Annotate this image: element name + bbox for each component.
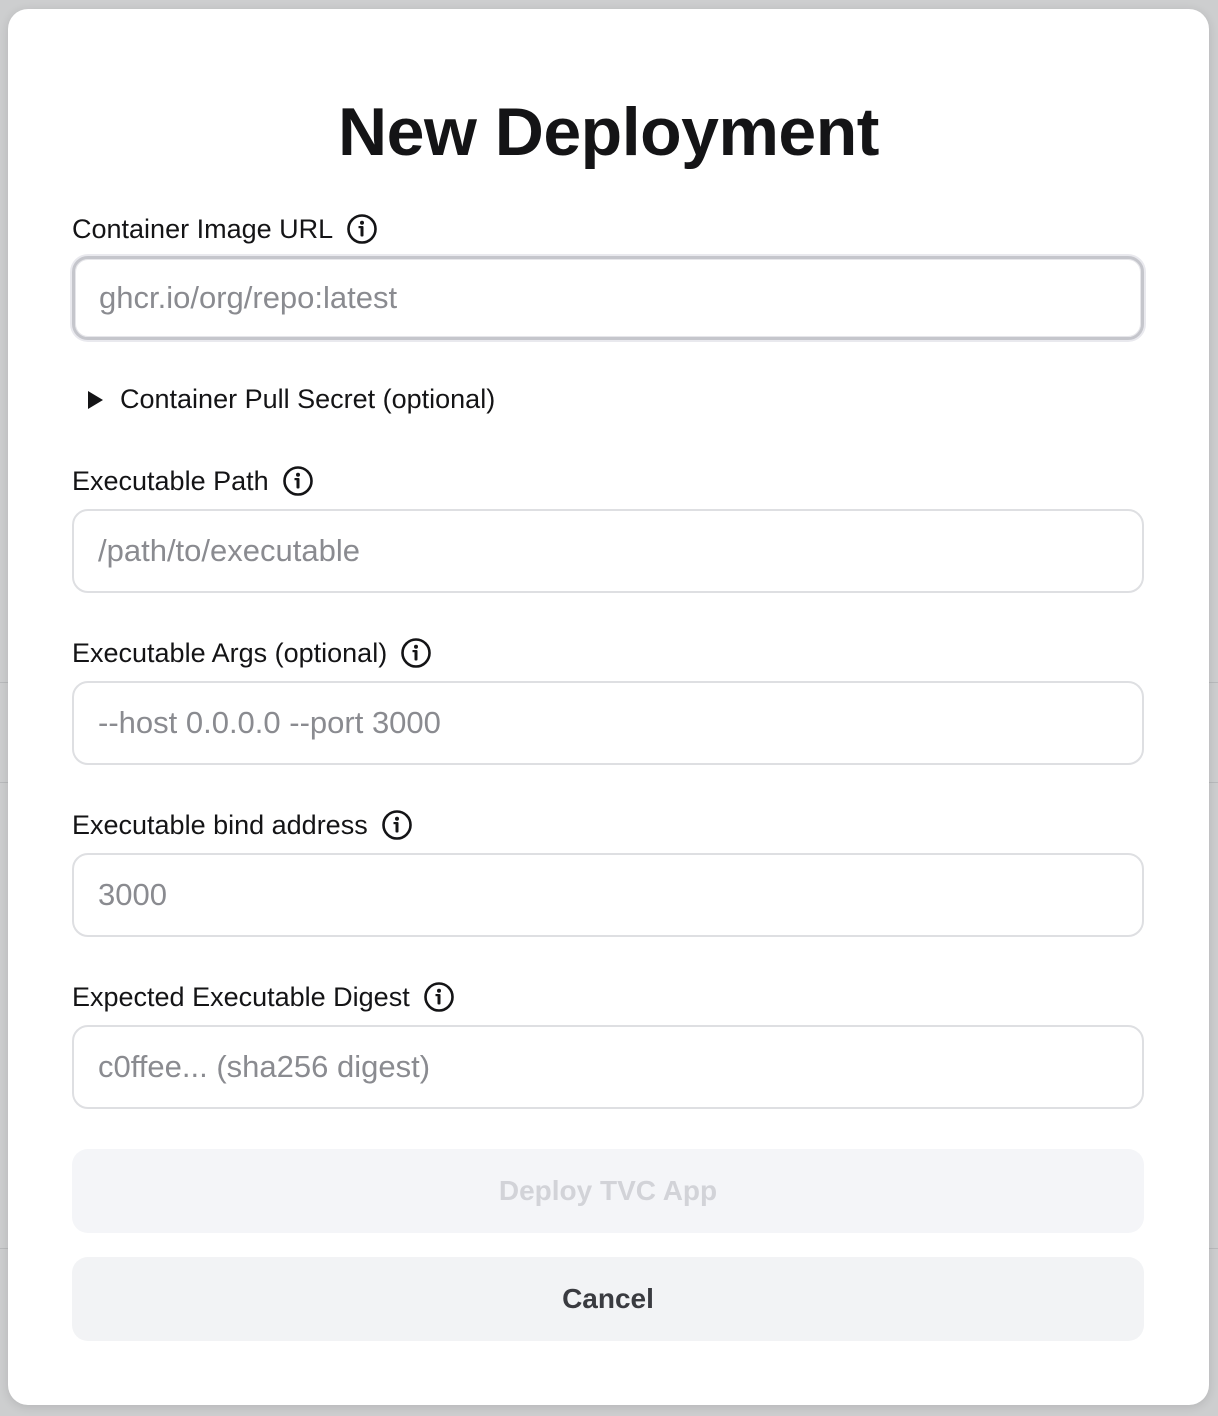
bind-address-label: Executable bind address	[72, 809, 368, 840]
image-url-label-row: Container Image URL	[72, 211, 379, 247]
digest-label-row: Expected Executable Digest	[72, 979, 456, 1015]
info-circle-icon[interactable]	[380, 808, 414, 842]
exec-path-input[interactable]	[72, 509, 1144, 593]
info-circle-icon[interactable]	[281, 464, 315, 498]
new-deployment-modal: New Deployment Container Image URL Conta…	[8, 9, 1209, 1405]
cancel-button[interactable]: Cancel	[72, 1257, 1144, 1341]
digest-input[interactable]	[72, 1025, 1144, 1109]
info-circle-icon[interactable]	[422, 980, 456, 1014]
info-circle-icon[interactable]	[345, 212, 379, 246]
pull-secret-label: Container Pull Secret (optional)	[120, 384, 496, 414]
exec-args-input[interactable]	[72, 681, 1144, 765]
exec-args-label-row: Executable Args (optional)	[72, 635, 433, 671]
disclosure-triangle-icon	[88, 390, 103, 409]
image-url-label: Container Image URL	[72, 213, 334, 244]
image-url-input[interactable]	[72, 256, 1144, 340]
pull-secret-disclosure[interactable]: Container Pull Secret (optional)	[88, 384, 495, 415]
exec-path-label-row: Executable Path	[72, 463, 315, 499]
info-circle-icon[interactable]	[399, 636, 433, 670]
exec-path-label: Executable Path	[72, 465, 269, 496]
bind-address-label-row: Executable bind address	[72, 807, 414, 843]
bind-address-input[interactable]	[72, 853, 1144, 937]
digest-label: Expected Executable Digest	[72, 981, 410, 1012]
modal-title: New Deployment	[338, 94, 879, 170]
deploy-button[interactable]: Deploy TVC App	[72, 1149, 1144, 1233]
exec-args-label: Executable Args (optional)	[72, 637, 388, 668]
